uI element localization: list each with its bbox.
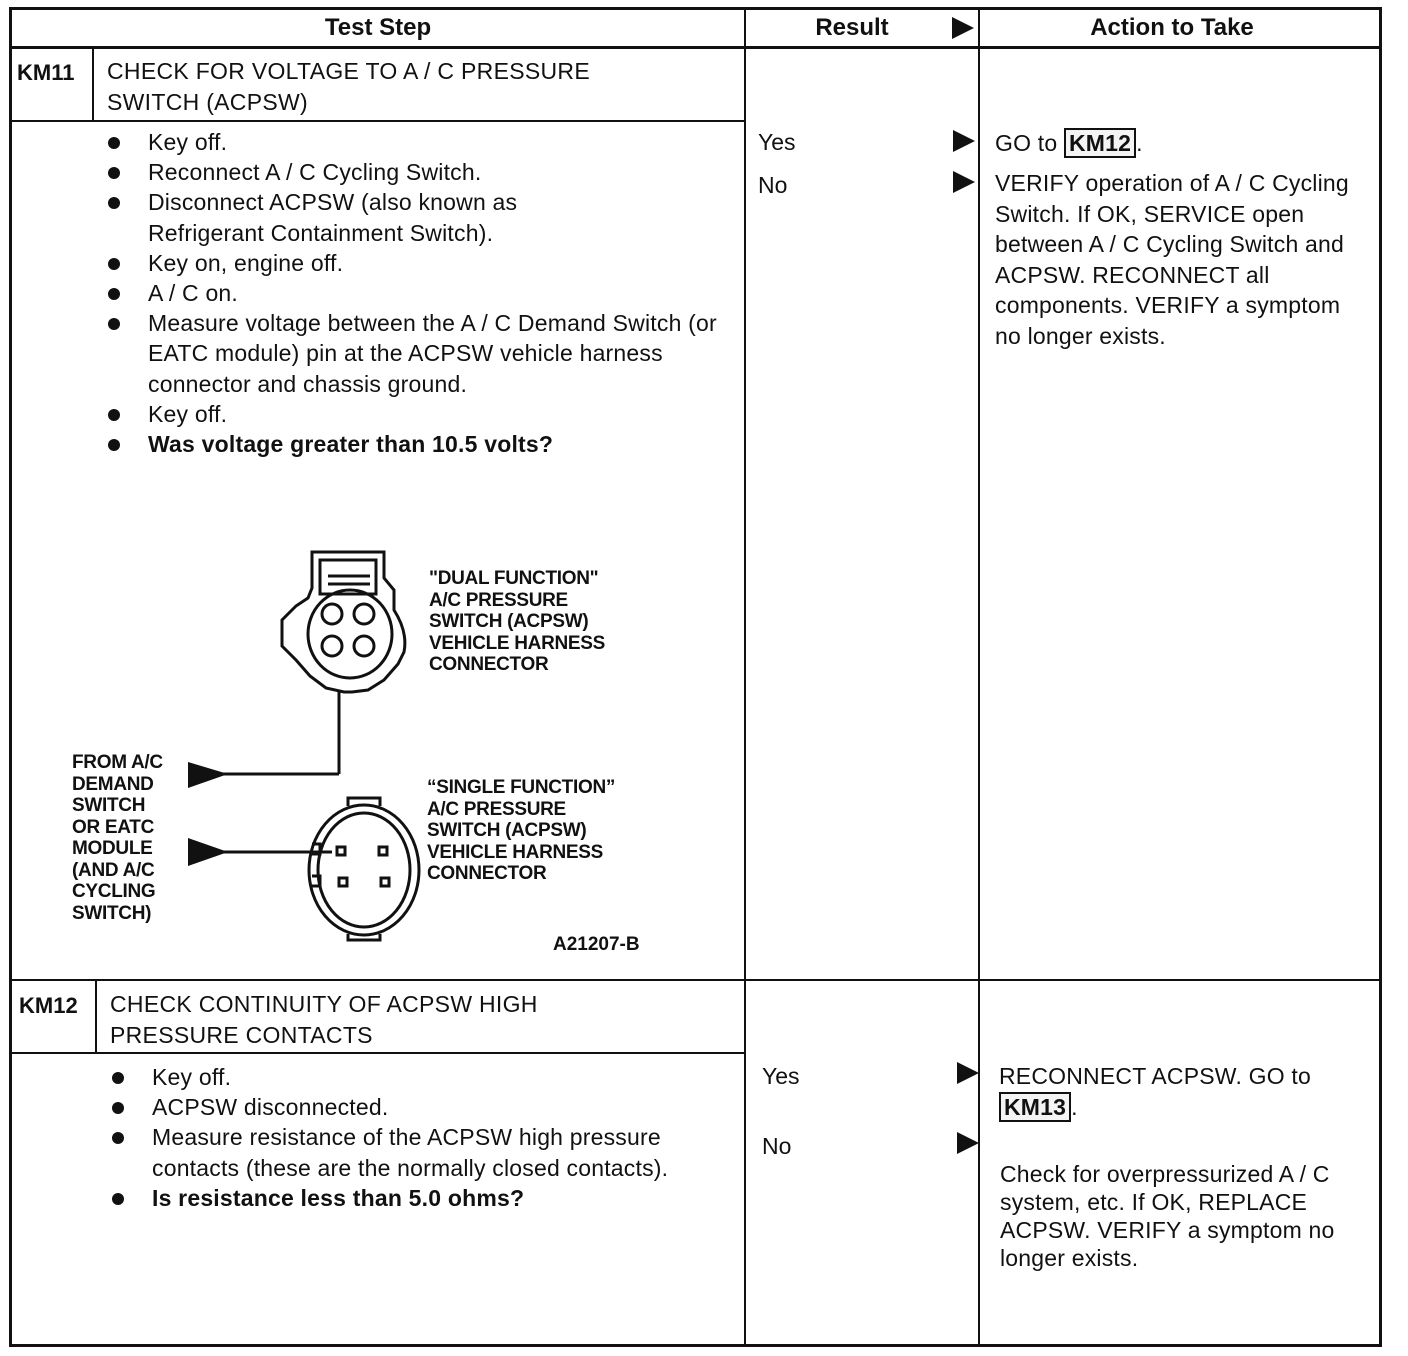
table-border-top	[9, 7, 1382, 10]
list-item: Key on, engine off.	[106, 248, 706, 278]
list-item-question: Was voltage greater than 10.5 volts?	[106, 429, 706, 459]
header-test-step: Test Step	[324, 14, 432, 41]
header-action: Action to Take	[1090, 14, 1254, 41]
step-ref-km13[interactable]: KM13	[999, 1091, 1072, 1122]
list-item: Measure voltage between the A / C Demand…	[106, 308, 728, 399]
single-function-caption: “SINGLE FUNCTION” A/C PRESSURE SWITCH (A…	[427, 777, 616, 884]
list-item: Reconnect A / C Cycling Switch.	[106, 157, 706, 187]
list-item: ACPSW disconnected.	[110, 1092, 670, 1122]
km11-result-yes: Yes	[758, 129, 796, 155]
km11-steps: Key off. Reconnect A / C Cycling Switch.…	[106, 127, 717, 459]
km11-action-yes: GO to KM12.	[995, 128, 1143, 158]
dual-function-connector-icon	[280, 550, 407, 694]
arrow-icon	[953, 130, 975, 152]
km12-steps: Key off. ACPSW disconnected. Measure res…	[110, 1062, 670, 1213]
km12-code-divider	[95, 981, 97, 1054]
table-border-bottom	[9, 1344, 1382, 1347]
km11-title: CHECK FOR VOLTAGE TO A / C PRESSURE SWIT…	[107, 58, 590, 115]
dual-function-caption: "DUAL FUNCTION" A/C PRESSURE SWITCH (ACP…	[429, 568, 606, 675]
km11-result-no: No	[758, 172, 788, 198]
column-divider-action	[978, 7, 980, 1347]
from-demand-switch-caption: FROM A/C DEMAND SWITCH OR EATC MODULE (A…	[72, 752, 163, 924]
km11-code-divider	[92, 49, 94, 121]
arrow-icon	[953, 171, 975, 193]
single-function-connector-icon	[307, 796, 421, 942]
table-border-right	[1379, 7, 1382, 1347]
list-item: Key off.	[110, 1062, 670, 1092]
list-item: A / C on.	[106, 278, 706, 308]
arrow-icon	[957, 1132, 979, 1154]
km11-code: KM11	[17, 60, 75, 85]
arrow-icon	[188, 838, 228, 866]
km12-result-yes: Yes	[762, 1063, 800, 1089]
km12-code: KM12	[19, 993, 78, 1018]
connector-diagram	[188, 550, 421, 942]
km11-title-underline	[9, 120, 746, 122]
list-item: Key off.	[106, 127, 706, 157]
wire-icon	[212, 692, 341, 854]
km12-result-no: No	[762, 1133, 792, 1159]
arrow-icon	[957, 1062, 979, 1084]
km12-title-underline	[12, 1052, 746, 1054]
list-item: Disconnect ACPSW (also known as Refriger…	[106, 187, 598, 247]
column-divider-result	[744, 7, 746, 1347]
km12-action-no: Check for overpressurized A / C system, …	[1000, 1161, 1335, 1271]
result-arrow-icon	[952, 17, 974, 39]
figure-id: A21207-B	[553, 934, 640, 955]
list-item: Key off.	[106, 399, 706, 429]
header-result: Result	[815, 14, 889, 41]
table-border-left	[9, 7, 12, 1347]
km11-action-no: VERIFY operation of A / C Cycling Switch…	[995, 170, 1349, 349]
step-separator	[9, 979, 1382, 981]
km12-title: CHECK CONTINUITY OF ACPSW HIGH PRESSURE …	[110, 991, 538, 1048]
list-item: Measure resistance of the ACPSW high pre…	[110, 1122, 672, 1182]
step-ref-km12[interactable]: KM12	[1063, 128, 1137, 158]
header-divider	[9, 46, 1382, 49]
list-item-question: Is resistance less than 5.0 ohms?	[110, 1183, 670, 1213]
arrow-icon	[188, 762, 228, 788]
km12-action-yes: RECONNECT ACPSW. GO to KM13.	[999, 1063, 1311, 1122]
